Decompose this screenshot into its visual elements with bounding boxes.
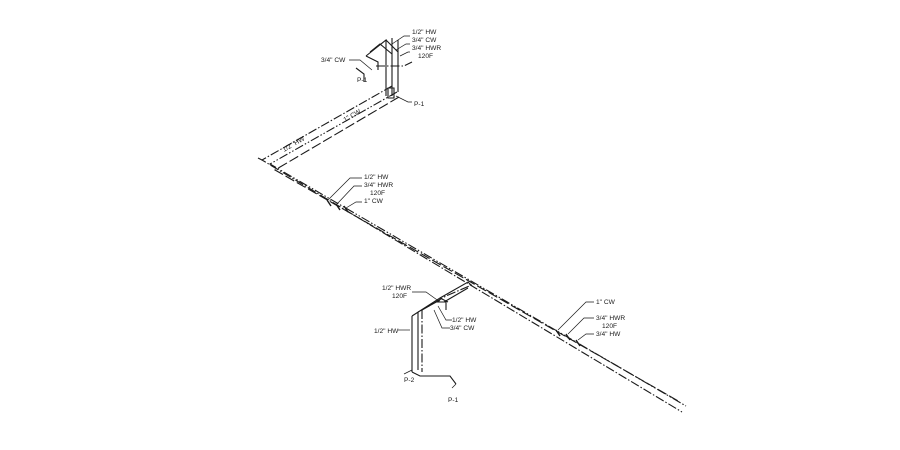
main-pipe-run [257,85,687,413]
lower-riser-top [411,297,449,317]
low-leader-hw [437,305,452,321]
lower-riser-branch-up [439,281,473,303]
label-low-cw: 3/4" CW [450,325,475,332]
label-top-temp: 120F [418,53,433,60]
label-top-left-cw: 3/4" CW [321,57,346,64]
label-low-temp: 120F [392,293,407,300]
mid-tick-2 [335,203,341,211]
low-leader-hwr [412,291,441,303]
lower-riser-bottom [411,371,457,385]
pipe-cw-main [260,85,683,413]
right-tick-3 [575,339,581,347]
label-low-p2: P-2 [404,377,415,384]
top-riser-branch [376,61,413,67]
pipe-hwr-main [273,96,681,403]
right-tick-1 [555,329,561,337]
lower-riser-elbow [436,301,447,310]
label-top-hw: 1/2" HW [412,29,437,36]
label-low-hw: 1/2" HW [452,317,477,324]
right-leader-hwr [567,317,594,335]
middle-branch [326,177,362,213]
top-leader-hwr [399,51,410,57]
label-low-p1: P-1 [448,397,459,404]
right-leader-cw [557,301,594,331]
label-main-cw-top: 1" CW [343,108,363,124]
top-leader-p1-right [395,95,412,103]
label-mid-cw: 1" CW [364,198,384,205]
top-riser-outline [365,38,399,96]
pipe-main-solid [257,157,263,161]
label-right-temp: 120F [602,323,617,330]
label-low-left-hw: 1/2" HW [374,328,399,335]
label-top-p1-right: P-1 [414,101,425,108]
lower-riser-branch-up-2 [421,283,475,311]
mid-leader-hwr [336,185,362,205]
mid-leader-cw [345,201,362,209]
mid-leader-hw [327,177,362,201]
label-right-cw: 1" CW [596,299,616,306]
top-riser-valve [387,87,395,99]
label-right-hwr: 3/4" HWR [596,315,625,322]
label-top-hwr: 3/4" HWR [412,45,441,52]
low-leader-p1 [451,383,457,389]
top-leader-cw [395,43,410,51]
right-branch [555,301,594,347]
mid-tick-3 [343,205,349,213]
lower-riser [398,281,475,389]
top-leader-hw [391,35,410,45]
label-top-p1-left: P-1 [357,77,368,84]
right-leader-hw [577,333,594,341]
label-mid-hw: 1/2" HW [364,174,389,181]
mid-tick-1 [326,199,332,207]
label-top-cw: 3/4" CW [412,37,437,44]
top-leader-left-cw [349,59,373,71]
low-leader-p2 [403,369,413,375]
label-right-hw: 3/4" HW [596,331,621,338]
top-riser [349,35,413,103]
low-leader-cw [433,309,450,329]
label-main-hw-top: 1/2" HW [282,135,307,154]
label-mid-hwr: 3/4" HWR [364,182,393,189]
label-low-hwr: 1/2" HWR [382,285,411,292]
top-riser-elbow [355,43,393,82]
label-mid-temp: 120F [370,190,385,197]
right-tick-2 [565,333,571,341]
lower-riser-vert-1 [411,312,419,372]
pipe-hw-main [268,91,687,407]
